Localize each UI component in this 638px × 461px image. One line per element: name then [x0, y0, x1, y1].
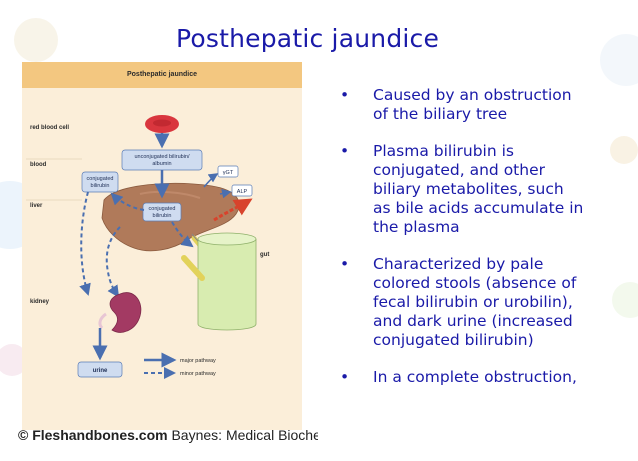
- gut-icon: [197, 239, 257, 331]
- ggt-box: [217, 165, 239, 178]
- unconjugated-bilirubin-label: unconjugated bilirubin/albumin: [134, 154, 190, 167]
- urine-box: [77, 361, 123, 378]
- bullet-item: • Plasma bilirubin is conjugated, and ot…: [340, 142, 630, 237]
- label-kidney: kidney: [30, 299, 50, 305]
- legend-major-pathway: major pathway: [180, 358, 216, 364]
- bullet-marker: •: [340, 368, 350, 386]
- bullet-item: • In a complete obstruction,: [340, 368, 630, 387]
- bullet-text: Plasma bilirubin is conjugated, and othe…: [373, 142, 584, 236]
- bullet-text: Caused by an obstruction of the biliary …: [373, 86, 572, 123]
- conjugated-bilirubin-liver-box: [142, 202, 182, 222]
- label-blood: blood: [30, 162, 47, 168]
- conjugated-bilirubin-blood-box: [81, 171, 119, 193]
- bullet-text: Characterized by pale colored stools (ab…: [373, 255, 577, 349]
- label-red-blood-cell: red blood cell: [30, 125, 69, 131]
- bullet-item: • Characterized by pale colored stools (…: [340, 255, 630, 350]
- bullet-text: In a complete obstruction,: [373, 368, 577, 386]
- slide-title: Posthepatic jaundice: [176, 24, 440, 53]
- bullet-marker: •: [340, 142, 350, 160]
- diagram-figure: Posthepatic jaundice red blood cell bloo…: [22, 62, 302, 430]
- bullet-marker: •: [340, 255, 350, 273]
- alp-label: ALP: [237, 189, 248, 195]
- bullet-item: • Caused by an obstruction of the biliar…: [340, 86, 630, 124]
- unconjugated-bilirubin-box: [121, 149, 203, 171]
- alp-box: [231, 184, 253, 197]
- bullet-marker: •: [340, 86, 350, 104]
- pathway-diagram: red blood cell blood liver kidney gut un…: [26, 115, 269, 379]
- kidney-icon: [109, 292, 142, 333]
- figure-title: Posthepatic jaundice: [22, 62, 302, 88]
- bullet-list: • Caused by an obstruction of the biliar…: [340, 86, 630, 405]
- obstruction-arrow: [213, 198, 253, 222]
- ggt-label: γGT: [223, 170, 234, 176]
- credit-site: © Fleshandbones.com: [18, 427, 168, 443]
- label-gut: gut: [260, 252, 269, 258]
- legend-minor-pathway: minor pathway: [180, 371, 216, 377]
- urine-label: urine: [93, 368, 108, 374]
- label-liver: liver: [30, 203, 43, 209]
- figure-credit: © Fleshandbones.com Baynes: Medical Bioc…: [18, 427, 318, 443]
- credit-source: Baynes: Medical Biochemis: [171, 427, 318, 443]
